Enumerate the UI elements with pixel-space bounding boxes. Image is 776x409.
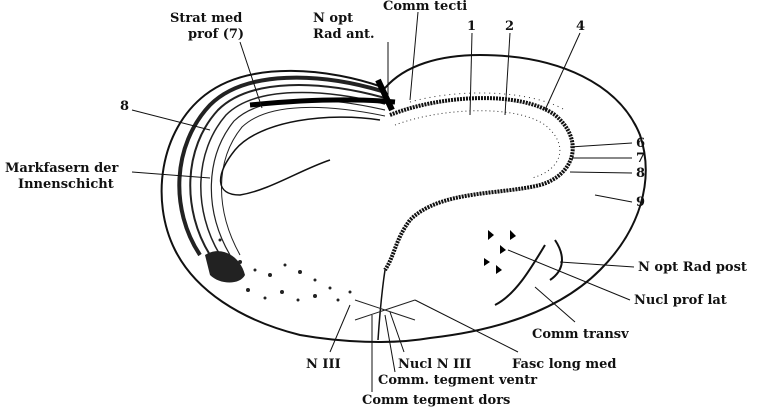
- n-opt-rad-ant-fibres: [378, 80, 392, 110]
- strat-med-prof-streak: [250, 100, 395, 105]
- label-layer-6: 6: [636, 136, 645, 151]
- tectum-layers: [385, 93, 573, 270]
- label-markfasern-1: Markfasern der: [5, 161, 118, 176]
- label-n-opt-rad-ant-1: N opt: [313, 11, 353, 26]
- label-layer-1: 1: [467, 19, 476, 34]
- label-n-opt-rad-ant-2: Rad ant.: [313, 27, 375, 42]
- median-raphe: [378, 270, 385, 340]
- label-comm-tegment-dors: Comm tegment dors: [362, 393, 510, 408]
- label-layer-4: 4: [576, 19, 585, 34]
- label-markfasern-2: Innenschicht: [18, 177, 114, 192]
- nucl-prof-lat-cells: [484, 230, 516, 274]
- label-strat-med-prof-1: Strat med: [170, 11, 242, 26]
- tegmentum-dark-mass: [205, 251, 245, 282]
- label-nucl-n-iii: Nucl N III: [398, 357, 471, 372]
- label-layer-8: 8: [636, 166, 645, 181]
- ventricle-left: [221, 117, 380, 195]
- label-strat-med-prof-2: prof (7): [188, 27, 244, 42]
- label-n-opt-rad-post: N opt Rad post: [638, 260, 747, 275]
- label-n-iii: N III: [306, 357, 341, 372]
- label-layer-8-left: 8: [120, 99, 129, 114]
- n-opt-rad-post-band: [550, 240, 562, 280]
- label-nucl-prof-lat: Nucl prof lat: [634, 293, 727, 308]
- label-fasc-long-med: Fasc long med: [512, 357, 617, 372]
- label-layer-7: 7: [636, 151, 645, 166]
- comm-transv-band: [495, 245, 545, 305]
- label-comm-transv: Comm transv: [532, 327, 629, 342]
- label-layer-2: 2: [505, 19, 514, 34]
- label-comm-tegment-ventr: Comm. tegment ventr: [378, 373, 537, 388]
- label-comm-tecti: Comm tecti: [383, 0, 467, 14]
- label-layer-9: 9: [636, 195, 645, 210]
